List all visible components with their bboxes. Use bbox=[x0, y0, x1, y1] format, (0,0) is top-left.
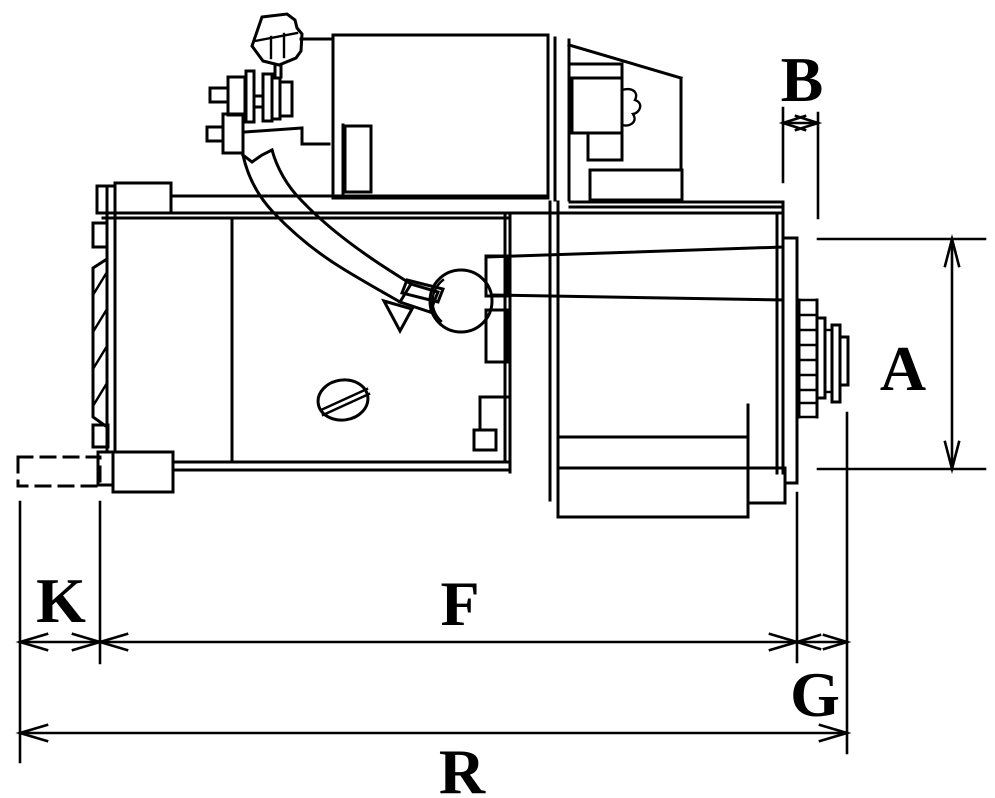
bracket-foot bbox=[588, 168, 684, 202]
screw-head bbox=[316, 378, 371, 422]
hatch-line bbox=[91, 344, 109, 371]
stud-block-lower bbox=[221, 112, 245, 155]
stud-block bbox=[226, 75, 247, 117]
bracket-block bbox=[570, 76, 624, 135]
bracket-lug bbox=[620, 87, 642, 127]
cable-outer-edge bbox=[241, 153, 403, 305]
housing-lower-block bbox=[556, 466, 750, 519]
terminal-stack bbox=[205, 69, 331, 155]
ring-terminal-eyelet bbox=[428, 268, 494, 334]
label-r: R bbox=[439, 736, 486, 798]
terminal-cap bbox=[250, 12, 335, 79]
b-arrow-left bbox=[778, 114, 807, 132]
r-arrow-right bbox=[818, 723, 852, 743]
screw-slot bbox=[319, 387, 369, 412]
stud-boss-lower bbox=[484, 308, 510, 364]
a-arrow-bottom bbox=[943, 440, 961, 475]
cable-inner-edge bbox=[270, 148, 414, 287]
dimension-r: R bbox=[15, 723, 852, 798]
hatch-line bbox=[91, 307, 109, 334]
a-arrow-top bbox=[943, 233, 961, 268]
bracket-step bbox=[586, 131, 624, 162]
label-f: F bbox=[440, 568, 479, 639]
housing-step-right bbox=[746, 466, 787, 505]
drive-end-housing bbox=[485, 200, 787, 519]
dimension-a: A bbox=[816, 233, 987, 475]
solenoid-bracket bbox=[567, 38, 785, 209]
dimension-kfg: K F G bbox=[15, 411, 852, 764]
bracket-strip bbox=[567, 62, 624, 80]
motor-yoke bbox=[101, 194, 785, 474]
rear-cap-top-block bbox=[113, 181, 173, 215]
k-arrow-left bbox=[15, 632, 49, 652]
f-arrow-left bbox=[95, 632, 129, 652]
r-arrow-left bbox=[15, 723, 49, 743]
g-arrow-right bbox=[822, 633, 852, 651]
shaft-collar bbox=[815, 316, 827, 400]
terminal-cap-crease bbox=[253, 31, 299, 43]
solenoid-mount-boss bbox=[343, 124, 373, 194]
cable-lug bbox=[397, 282, 441, 314]
cable-wedge bbox=[381, 298, 415, 335]
through-bolt-bottom bbox=[91, 423, 110, 449]
housing-taper-top bbox=[485, 245, 785, 259]
label-b: B bbox=[781, 44, 824, 115]
housing-taper-bottom bbox=[490, 293, 785, 302]
cable-ring-terminal bbox=[428, 254, 510, 452]
cable-end-crimp bbox=[240, 147, 275, 164]
ring-terminal-inner-arc bbox=[431, 278, 445, 323]
stud-tab-lower bbox=[205, 125, 225, 143]
screw-head-ellipse bbox=[316, 378, 370, 422]
hatch-line bbox=[91, 270, 109, 297]
pinion-shaft bbox=[797, 298, 850, 419]
cable-lug-plate bbox=[399, 278, 446, 304]
rear-cap-bottom-block bbox=[111, 450, 175, 494]
label-k: K bbox=[36, 565, 86, 636]
terminal-cap-outline bbox=[250, 12, 304, 67]
bracket-plate-edge bbox=[243, 126, 304, 134]
stud-end-plate bbox=[278, 80, 294, 118]
boss-foot bbox=[472, 428, 498, 452]
end-plate bbox=[775, 200, 799, 485]
screw-slot bbox=[321, 392, 371, 417]
solenoid-body bbox=[331, 33, 550, 200]
solenoid bbox=[331, 33, 557, 202]
b-arrow-right bbox=[794, 114, 823, 132]
through-bolt-top bbox=[91, 221, 109, 249]
label-g: G bbox=[790, 659, 840, 730]
bracket-slant bbox=[567, 43, 683, 80]
housing-lower-band bbox=[556, 435, 750, 470]
label-a: A bbox=[880, 333, 926, 404]
hidden-shaft-outline bbox=[16, 455, 102, 488]
rear-end-cap bbox=[16, 181, 175, 494]
g-arrow-left bbox=[792, 633, 822, 651]
hatch-line bbox=[91, 381, 109, 408]
shaft-tip bbox=[838, 335, 850, 387]
dimension-b: B bbox=[778, 44, 824, 220]
stud-tab-upper bbox=[208, 86, 230, 104]
battery-cable bbox=[240, 147, 446, 335]
